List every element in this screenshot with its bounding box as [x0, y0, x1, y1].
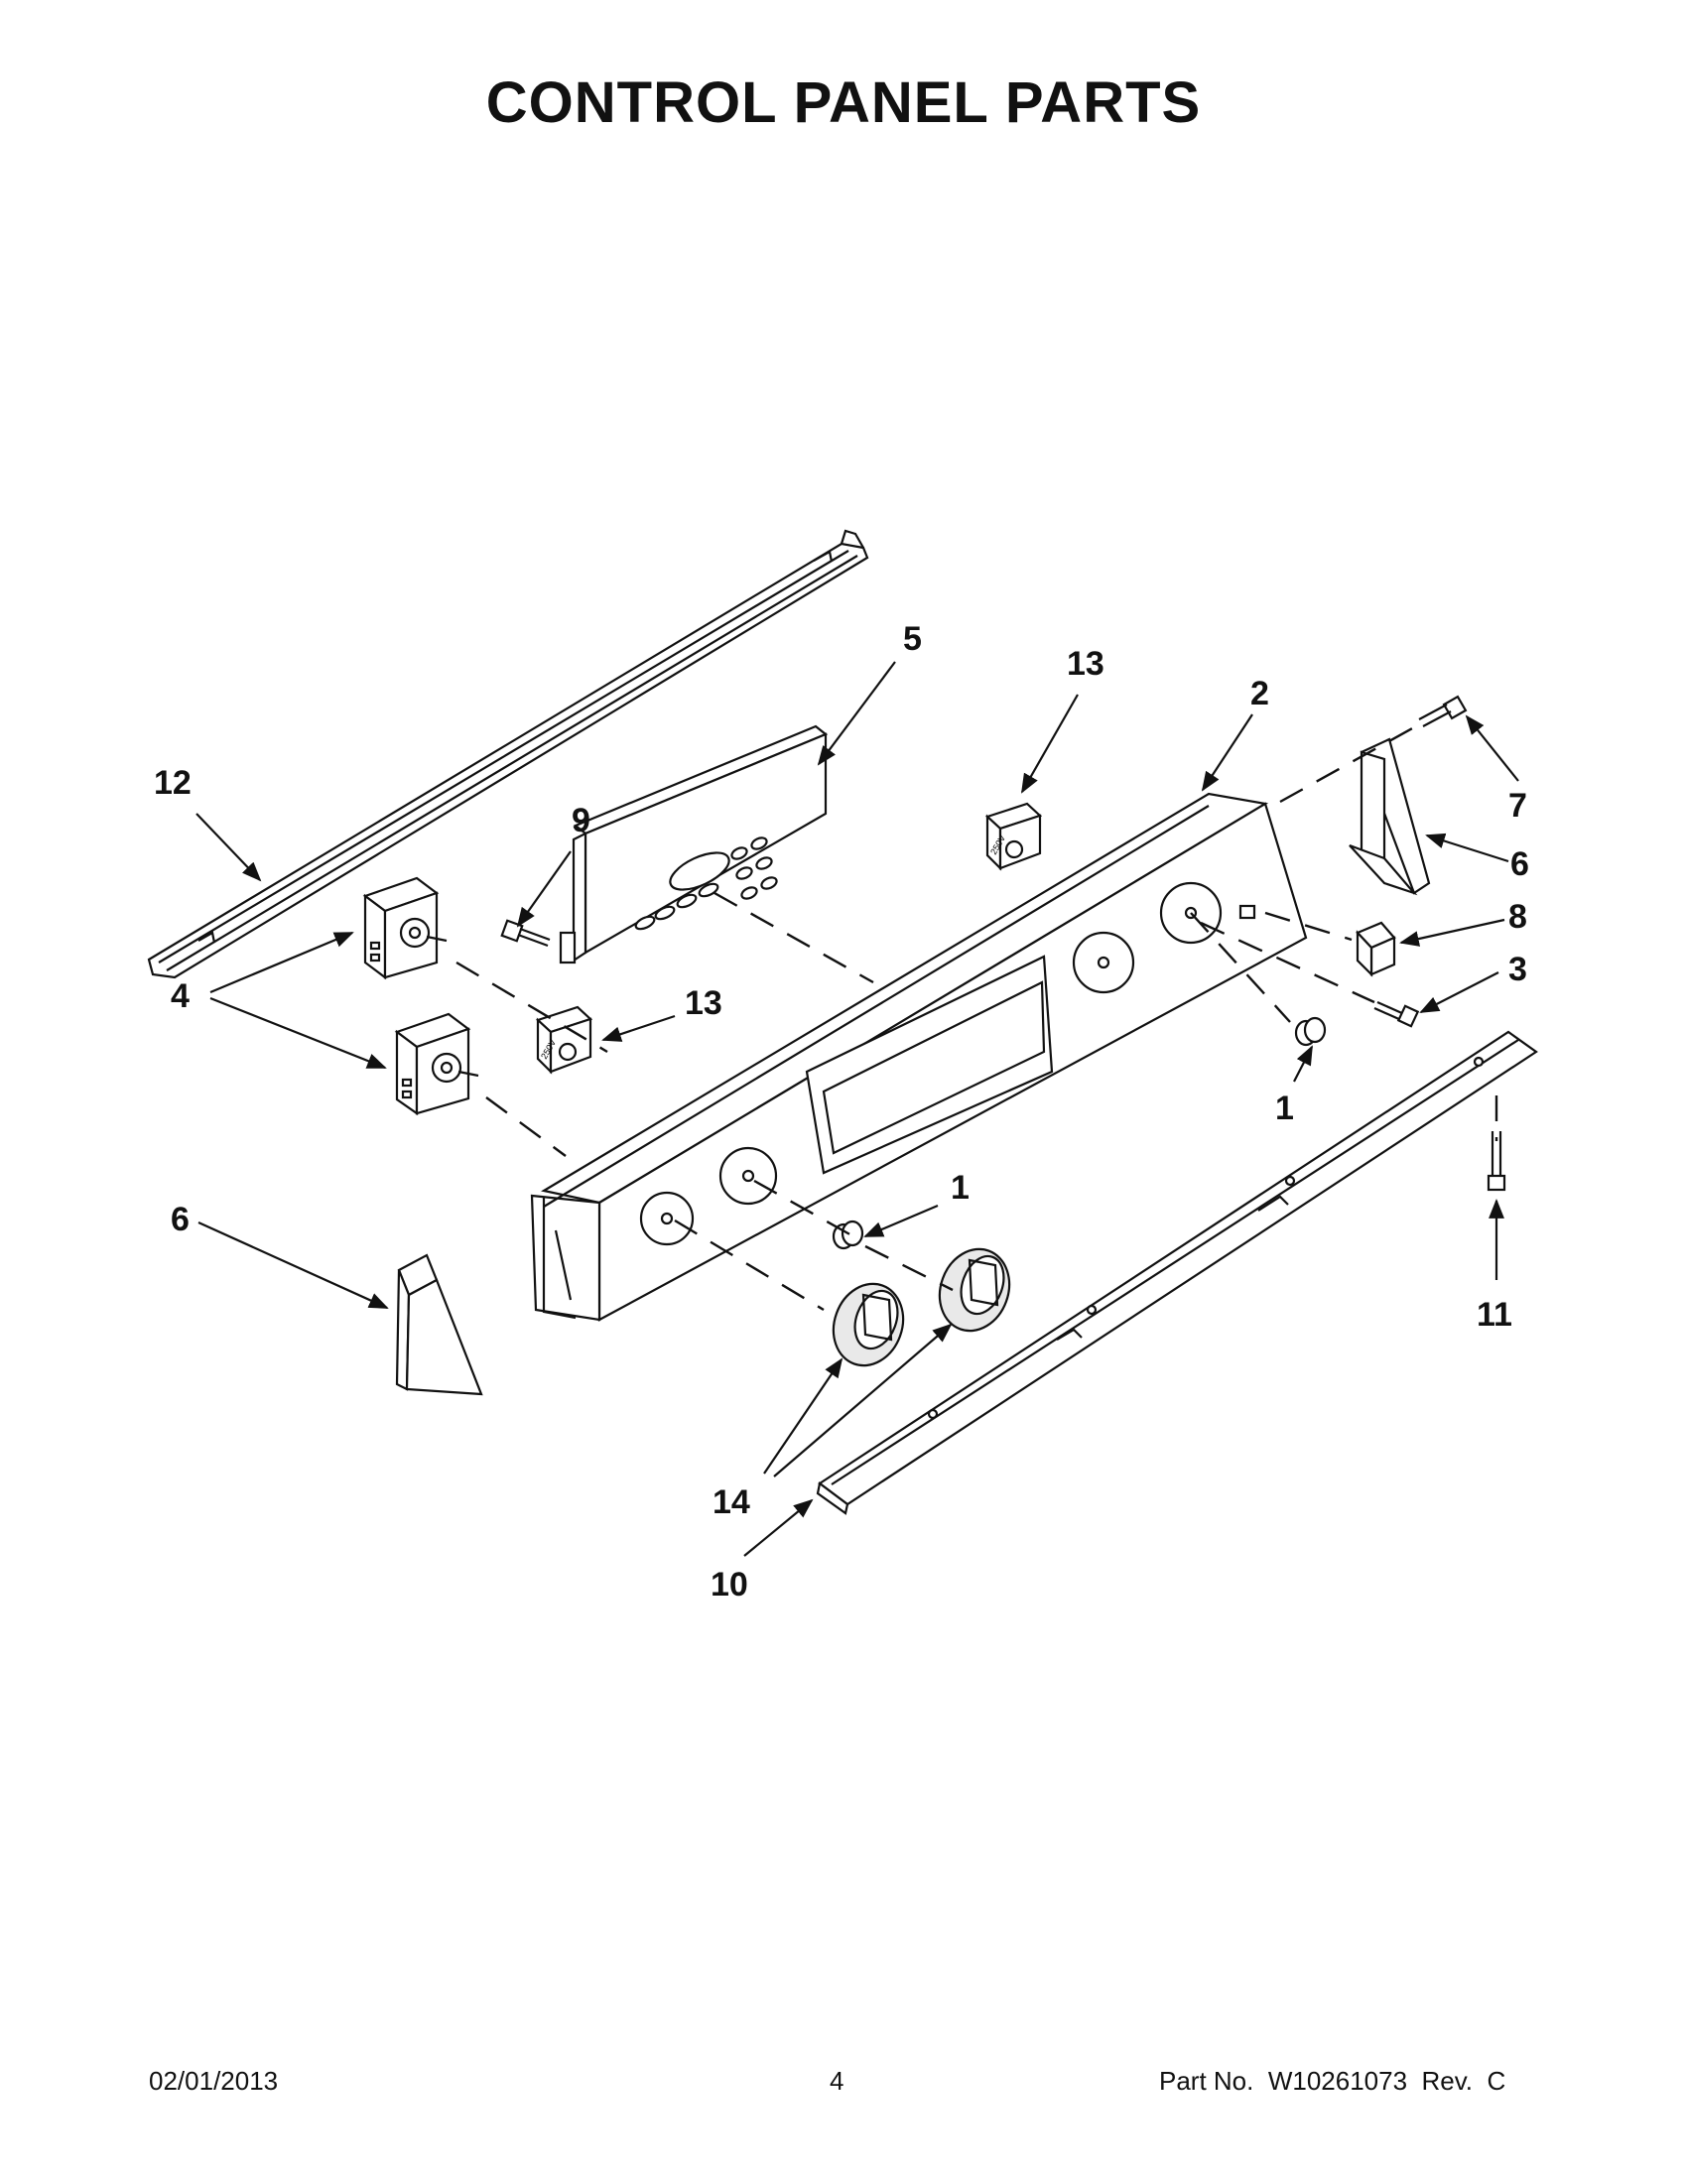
callout-6-left: 6: [171, 1201, 190, 1238]
callout-3: 3: [1508, 951, 1527, 988]
footer-part-number: Part No. W10261073 Rev. C: [1159, 2066, 1506, 2096]
callout-7: 7: [1508, 787, 1527, 825]
callout-11: 11: [1477, 1296, 1512, 1334]
footer-date: 02/01/2013: [149, 2066, 279, 2096]
footer-page-number: 4: [830, 2066, 844, 2096]
infinite-switch-upper: [362, 876, 448, 980]
bottom-trim-strip: [816, 1030, 1538, 1515]
callout-13-lower: 13: [685, 984, 722, 1022]
main-control-panel: [530, 792, 1308, 1322]
top-trim-strip: [147, 529, 869, 979]
control-knob-left: [832, 1282, 905, 1367]
control-board: [559, 724, 829, 964]
knob-insert-left: [832, 1220, 864, 1250]
alignment-lines: [455, 725, 1498, 1312]
callout-labels: 12 5 9 13 2 7 6 8 3 1 4 13 6 1 11 14 10: [154, 620, 1529, 1604]
callout-13-upper: 13: [1067, 645, 1104, 683]
callout-8: 8: [1508, 898, 1527, 936]
infinite-switch-lower: [394, 1012, 479, 1116]
indicator-switch-upper: [984, 802, 1043, 871]
end-cap-left: [395, 1253, 483, 1396]
screw-7: [1418, 695, 1468, 727]
end-cap-right: [1349, 737, 1431, 896]
callout-9: 9: [572, 802, 590, 839]
callout-12: 12: [154, 764, 192, 802]
callout-2: 2: [1250, 675, 1269, 712]
callout-5: 5: [903, 620, 922, 658]
callout-4: 4: [171, 977, 190, 1015]
callout-1-left: 1: [951, 1169, 970, 1207]
callout-14: 14: [713, 1483, 750, 1521]
screw-9: [500, 919, 551, 948]
callout-10: 10: [711, 1566, 748, 1604]
callout-1-right: 1: [1275, 1090, 1294, 1127]
rocker-switch: [1356, 921, 1396, 977]
indicator-switch-lower: [535, 1005, 593, 1075]
callout-6-right: 6: [1510, 845, 1529, 883]
knob-insert-right: [1294, 1016, 1327, 1047]
screw-11: [1487, 1131, 1506, 1192]
screw-3: [1373, 1000, 1420, 1028]
page-title: CONTROL PANEL PARTS: [485, 70, 1202, 135]
callout-arrows: [195, 661, 1519, 1557]
control-knob-right: [938, 1247, 1011, 1333]
